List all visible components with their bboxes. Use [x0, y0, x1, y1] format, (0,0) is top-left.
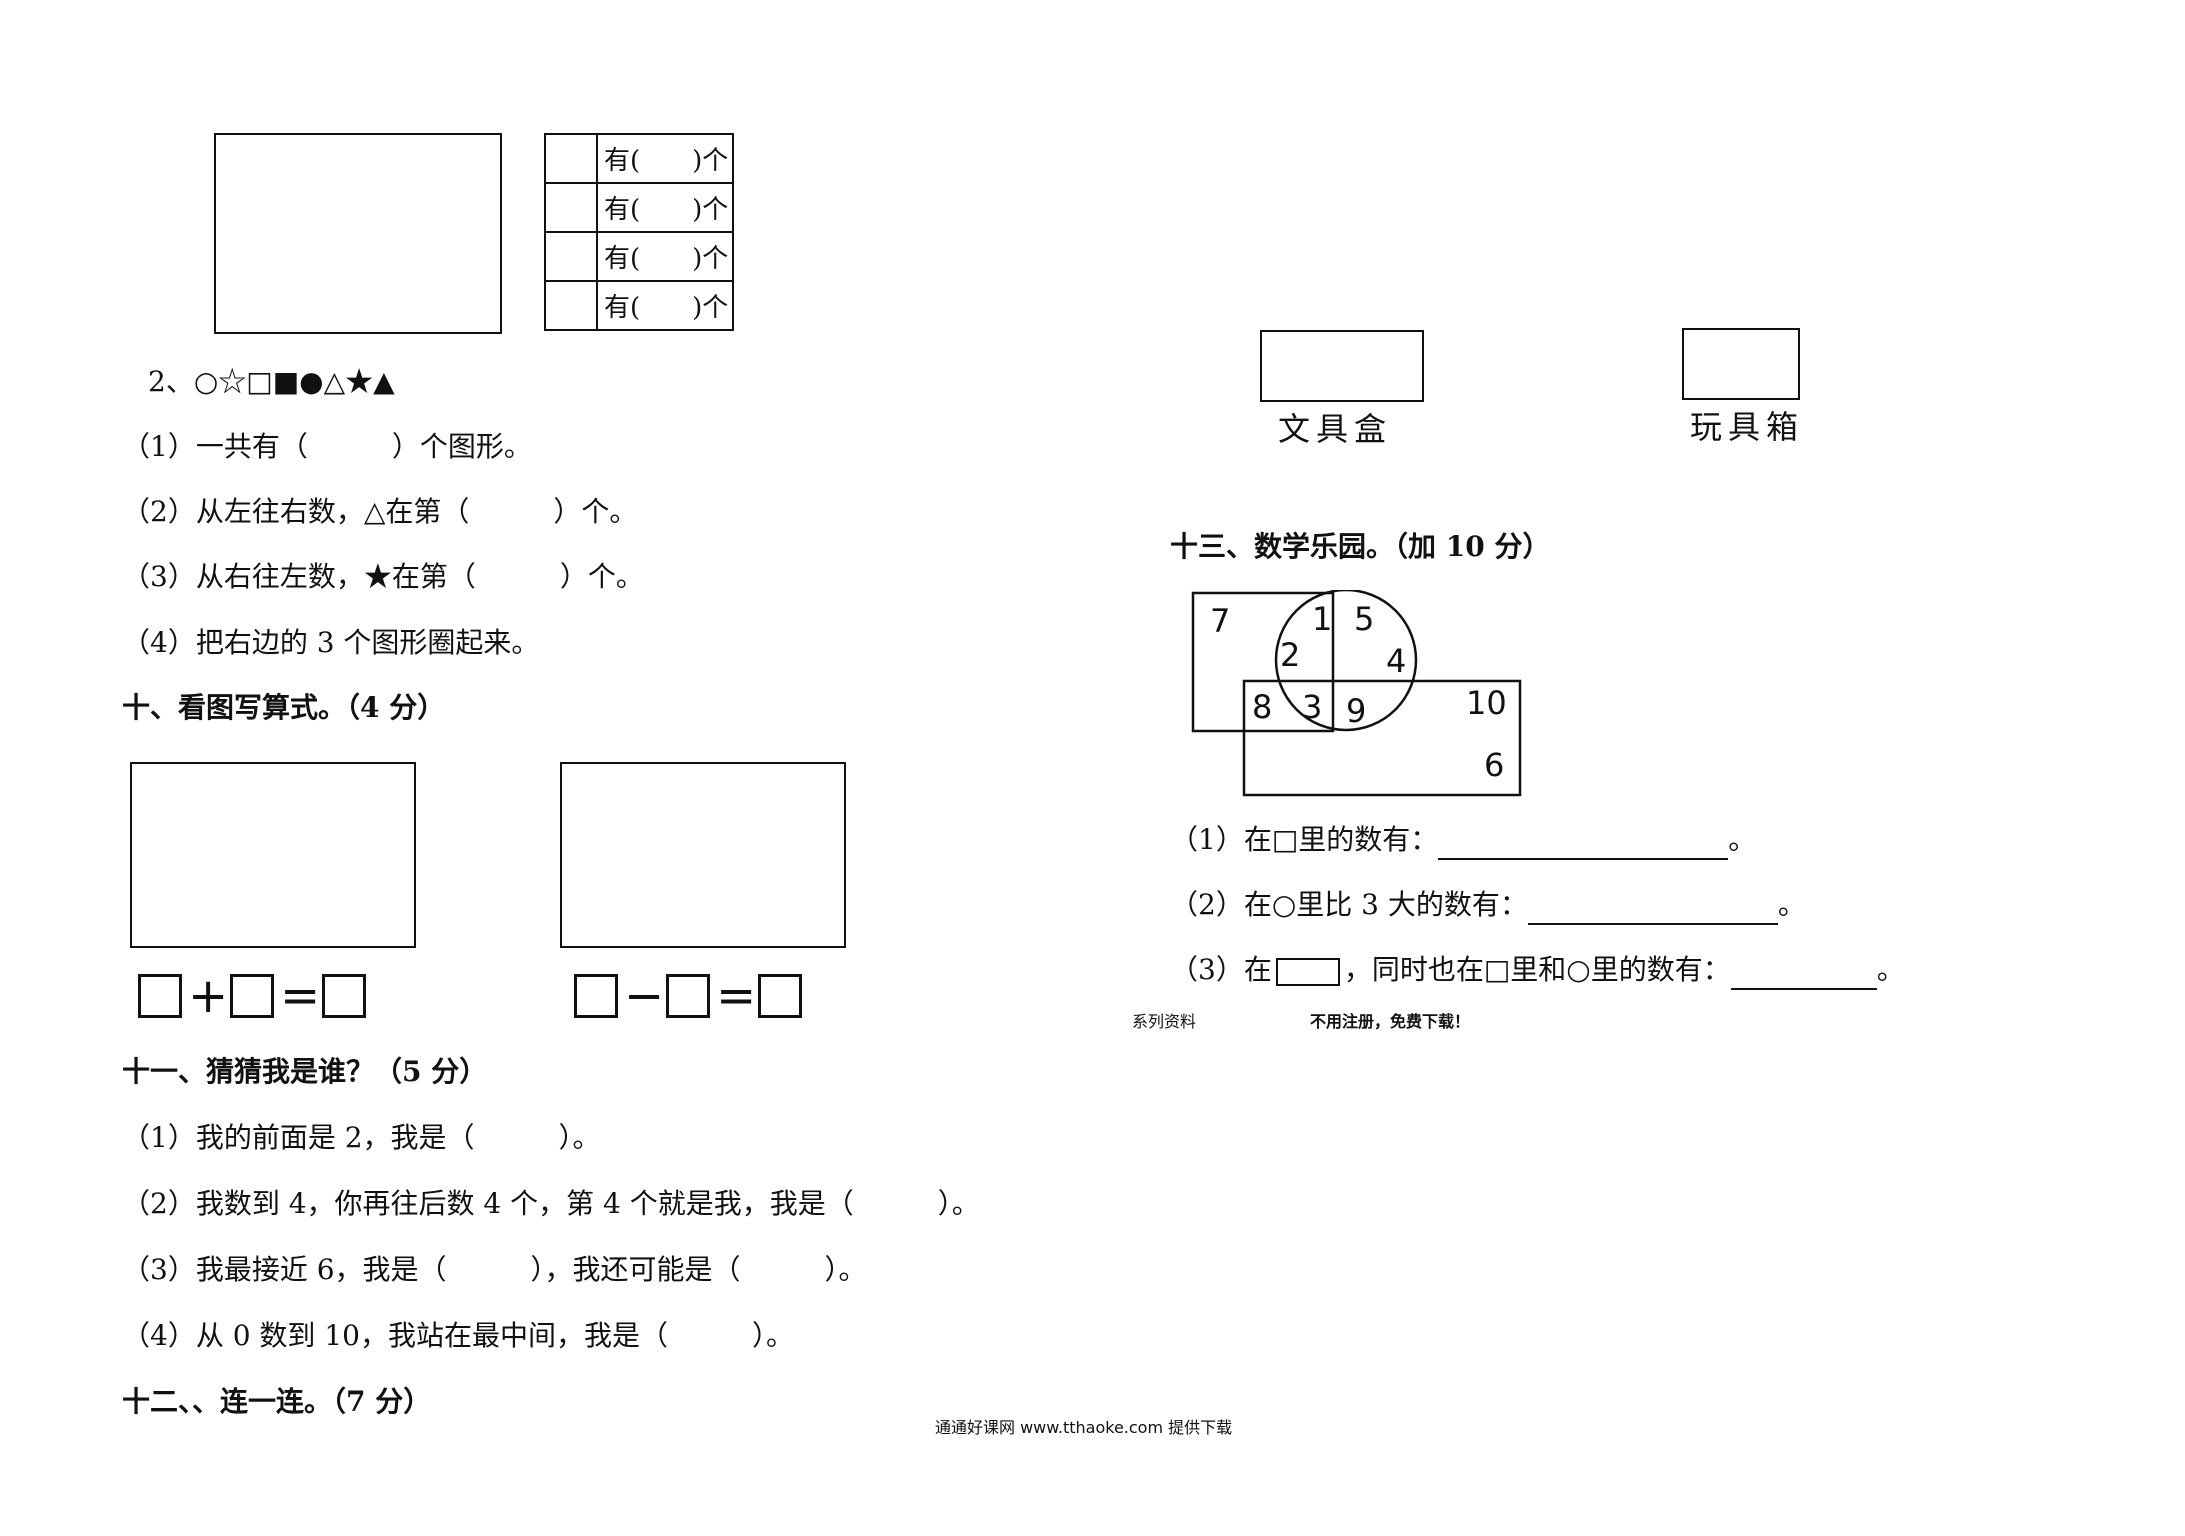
picture-box-3 [560, 762, 846, 948]
section13-q2-text: （2）在○里比 3 大的数有： [1170, 888, 1528, 921]
section13-q3-text-b: ，同时也在□里和○里的数有： [1343, 953, 1731, 986]
venn-num: 10 [1466, 684, 1507, 722]
footer-site: 通通好课网 www.tthaoke.com 提供下载 [935, 1418, 1233, 1437]
rect-symbol [1275, 957, 1340, 986]
section12-title: 十二、、连一连。（7 分） [122, 1385, 432, 1418]
q2-item-1: （1）一共有（ ）个图形。 [122, 430, 532, 463]
answer-box[interactable] [758, 974, 802, 1018]
count-cell: 有( )个 [596, 133, 734, 184]
venn-num: 9 [1346, 692, 1366, 730]
section13-q3: （3）在 ，同时也在□里和○里的数有： 。 [1170, 950, 1905, 990]
period: 。 [1777, 888, 1806, 921]
venn-num: 2 [1280, 636, 1300, 674]
toybox-box [1682, 328, 1800, 400]
q2-item-4: （4）把右边的 3 个图形圈起来。 [122, 626, 540, 659]
venn-num: 8 [1252, 688, 1272, 726]
shape-cell [544, 133, 598, 184]
answer-blank[interactable] [1438, 828, 1729, 860]
section11-item-2: （2）我数到 4，你再往后数 4 个，第 4 个就是我，我是（ ）。 [122, 1187, 980, 1220]
stationery-label: 文具盒 [1278, 410, 1393, 448]
q2-shapes: 2、○☆□■●△★▲ [148, 365, 395, 398]
picture-box-1 [214, 133, 502, 334]
equals-sign: = [280, 968, 321, 1024]
q2-item-2: （2）从左往右数，△在第（ ）个。 [122, 495, 638, 528]
answer-box[interactable] [666, 974, 710, 1018]
answer-box[interactable] [138, 974, 182, 1018]
section10-title: 十、看图写算式。（4 分） [122, 691, 446, 724]
toybox-label: 玩具箱 [1690, 408, 1805, 446]
venn-num: 1 [1312, 600, 1332, 638]
section11-item-4: （4）从 0 数到 10，我站在最中间，我是（ ）。 [122, 1319, 794, 1352]
minus-sign: − [624, 968, 665, 1024]
section13-q2: （2）在○里比 3 大的数有： 。 [1170, 885, 1806, 925]
section13-q1: （1）在□里的数有： 。 [1170, 820, 1756, 860]
venn-rect-left [1191, 591, 1335, 733]
section11-item-3: （3）我最接近 6，我是（ ），我还可能是（ ）。 [122, 1253, 867, 1286]
venn-rect-bottom [1242, 679, 1522, 797]
equals-sign: = [716, 968, 757, 1024]
section13-q1-text: （1）在□里的数有： [1170, 823, 1439, 856]
q2-item-3: （3）从右往左数，★在第（ ）个。 [122, 560, 644, 593]
answer-box[interactable] [322, 974, 366, 1018]
footer-series: 系列资料 [1132, 1012, 1197, 1031]
plus-sign: + [188, 968, 229, 1024]
answer-box[interactable] [230, 974, 274, 1018]
picture-box-2 [130, 762, 416, 948]
venn-num: 7 [1210, 602, 1230, 640]
count-cell: 有( )个 [596, 280, 734, 331]
period: 。 [1876, 953, 1905, 986]
venn-circle [1274, 590, 1418, 732]
section11-title: 十一、猜猜我是谁？（5 分） [122, 1055, 488, 1088]
answer-blank[interactable] [1730, 958, 1877, 990]
period: 。 [1728, 823, 1757, 856]
venn-num: 4 [1386, 642, 1406, 680]
count-cell: 有( )个 [596, 182, 734, 233]
answer-blank[interactable] [1527, 893, 1778, 925]
stationery-box [1260, 330, 1424, 402]
venn-num: 5 [1354, 600, 1374, 638]
section13-q3-text-a: （3）在 [1170, 953, 1272, 986]
answer-box[interactable] [574, 974, 618, 1018]
addition-equation: + = [138, 972, 366, 1020]
count-table: 有( )个 有( )个 有( )个 有( )个 [544, 133, 734, 331]
shape-cell [544, 280, 598, 331]
section11-item-1: （1）我的前面是 2，我是（ ）。 [122, 1121, 601, 1154]
subtraction-equation: − = [574, 972, 802, 1020]
footer-free-download: 不用注册，免费下载！ [1310, 1012, 1471, 1031]
venn-num: 3 [1302, 688, 1322, 726]
venn-num: 6 [1484, 746, 1504, 784]
shape-cell [544, 231, 598, 282]
venn-diagram: 7 1 5 2 4 8 3 9 10 6 [1191, 590, 1522, 797]
count-cell: 有( )个 [596, 231, 734, 282]
shape-cell [544, 182, 598, 233]
section13-title: 十三、数学乐园。（加 10 分） [1170, 530, 1551, 563]
